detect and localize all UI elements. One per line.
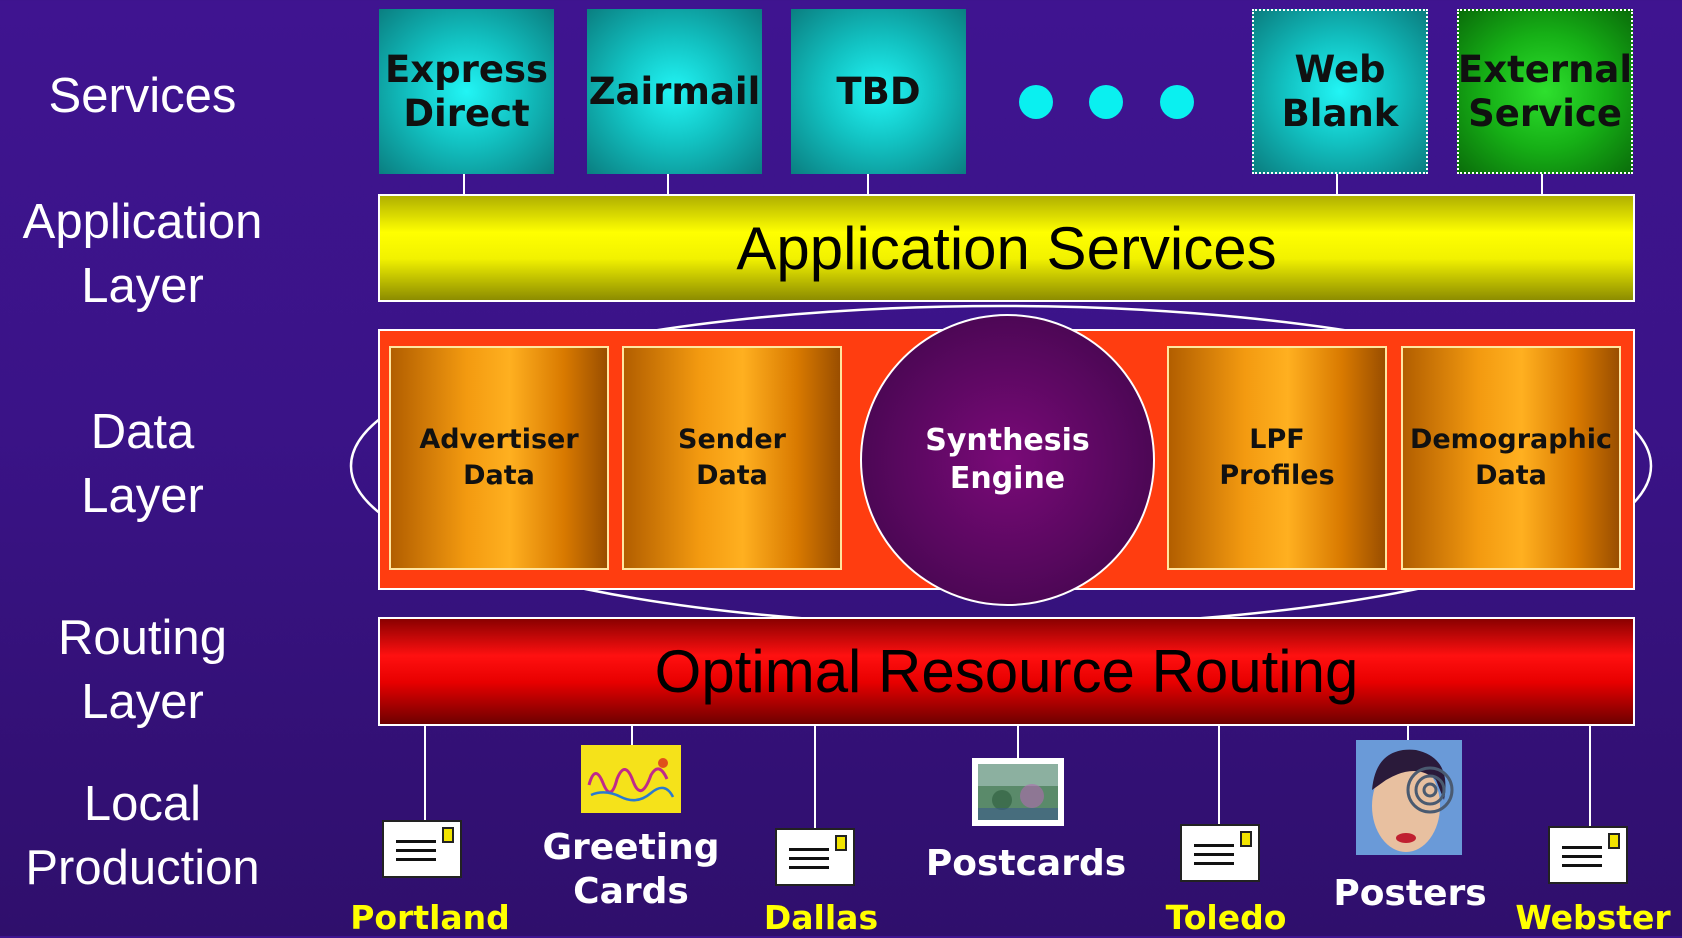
connector-line [631, 726, 633, 746]
application-layer-label: Application Layer [22, 195, 263, 313]
zairmail-service: Zairmail [587, 9, 762, 174]
ellipsis-dot [1089, 85, 1123, 119]
webster-label: Webster [1515, 898, 1671, 937]
tbd-service: TBD [791, 9, 966, 174]
envelope-icon [382, 820, 462, 878]
lpf-profiles-box: LPF Profiles [1167, 346, 1387, 570]
toledo-label: Toledo [1165, 898, 1287, 937]
optimal-resource-routing-band: Optimal Resource Routing [378, 617, 1635, 726]
sender-data-box: Sender Data [622, 346, 842, 570]
connector-line [1017, 726, 1019, 760]
connector-line [867, 172, 869, 196]
connector-line [424, 726, 426, 822]
connector-line [1541, 172, 1543, 196]
routing-layer-label: Routing Layer [58, 611, 227, 729]
envelope-icon [1548, 826, 1628, 884]
web-blank-service: Web Blank [1252, 9, 1428, 174]
connector-line [667, 172, 669, 196]
advertiser-data-box: Advertiser Data [389, 346, 609, 570]
services-layer-label: Services [48, 69, 237, 123]
connector-line [1336, 172, 1338, 196]
data-layer-label: Data Layer [81, 405, 204, 523]
demographic-data-box: Demographic Data [1401, 346, 1621, 570]
postcard-image [972, 758, 1064, 826]
dallas-label: Dallas [763, 898, 879, 937]
external-service: External Service [1457, 9, 1633, 174]
poster-image [1356, 740, 1462, 855]
greeting-cards-label: Greeting Cards [542, 827, 720, 912]
synthesis-engine-circle: Synthesis Engine [860, 314, 1155, 606]
connector-line [1218, 726, 1220, 826]
greeting-card-image [581, 745, 681, 813]
connector-line [1589, 726, 1591, 828]
application-services-band: Application Services [378, 194, 1635, 302]
ellipsis-dot [1160, 85, 1194, 119]
connector-line [1407, 726, 1409, 742]
express-direct-service: Express Direct [379, 9, 554, 174]
local-production-label: Local Production [25, 777, 260, 895]
envelope-icon [1180, 824, 1260, 882]
postcards-label: Postcards [925, 843, 1127, 884]
connector-line [814, 726, 816, 830]
ellipsis-dot [1019, 85, 1053, 119]
connector-line [463, 172, 465, 196]
posters-label: Posters [1333, 873, 1487, 914]
portland-label: Portland [350, 898, 510, 937]
envelope-icon [775, 828, 855, 886]
